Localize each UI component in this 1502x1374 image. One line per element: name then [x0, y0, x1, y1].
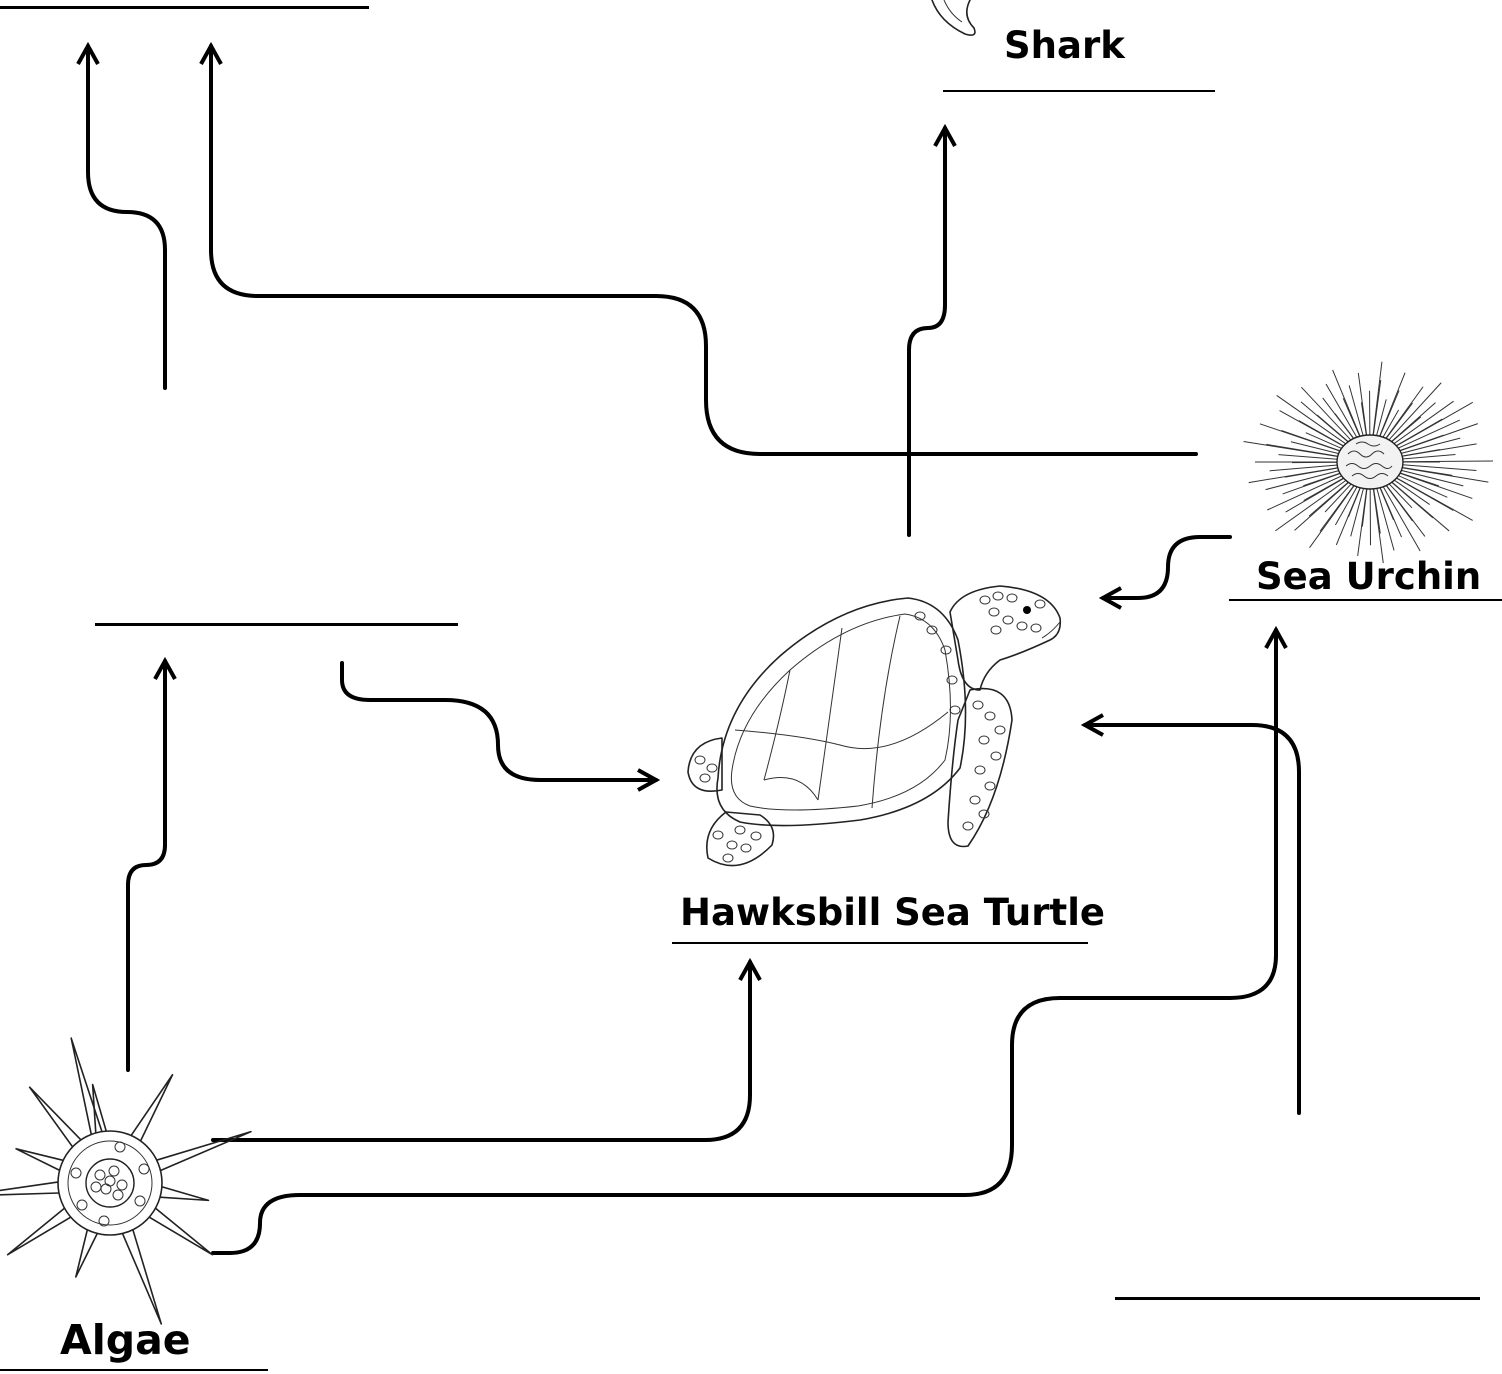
arrow-top-left-b	[211, 46, 1196, 454]
shark-label: Shark	[1004, 27, 1125, 64]
blank-label-bottom-right[interactable]	[1115, 1297, 1480, 1300]
sea-urchin-label: Sea Urchin	[1256, 558, 1481, 595]
blank-label-middle-left[interactable]	[95, 623, 458, 626]
shark-label-underline	[943, 90, 1215, 92]
algae-label: Algae	[60, 1320, 191, 1361]
shark-icon	[932, 0, 975, 35]
turtle-label-underline	[672, 942, 1088, 944]
arrow-algae-to-middle	[128, 661, 165, 1070]
sea-urchin-icon	[1244, 362, 1493, 563]
arrow-urchin-to-turtle	[1103, 537, 1230, 598]
arrow-to-shark	[909, 128, 945, 535]
arrow-middle-to-turtle	[342, 663, 656, 780]
arrow-top-left-a	[88, 46, 165, 388]
arrow-bottom-right-to-turtle	[1085, 725, 1299, 1113]
turtle-label: Hawksbill Sea Turtle	[680, 894, 1105, 931]
arrow-algae-to-turtle	[213, 962, 750, 1140]
algae-icon	[0, 1038, 251, 1324]
algae-label-underline	[0, 1369, 268, 1371]
sea-urchin-label-underline	[1229, 599, 1502, 601]
hawksbill-turtle-icon	[688, 586, 1060, 866]
blank-label-top-left[interactable]	[0, 6, 369, 9]
